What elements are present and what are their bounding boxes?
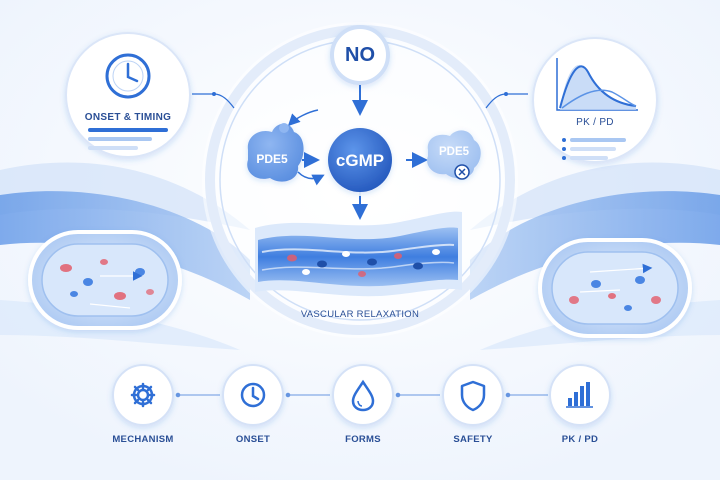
shield-icon — [460, 380, 486, 412]
pde5-left-enzyme[interactable] — [247, 123, 304, 182]
right-vessel-capsule — [538, 238, 692, 338]
bar-chart-icon — [566, 382, 593, 408]
nav-safety[interactable] — [442, 364, 504, 426]
pde5-left-label: PDE5 — [256, 152, 288, 166]
pde5-right-enzyme[interactable] — [427, 130, 481, 180]
nav-pkpd-label[interactable]: PK / PD — [561, 434, 599, 445]
vascular-relaxation-caption: VASCULAR RELAXATION — [300, 309, 420, 320]
nav-safety-label[interactable]: SAFETY — [453, 434, 493, 445]
nav-mechanism-label[interactable]: MECHANISM — [112, 434, 174, 445]
vascular-vessel-illustration — [255, 211, 462, 297]
left-vessel-capsule — [28, 230, 182, 330]
no-node[interactable] — [330, 25, 390, 85]
nav-pkpd[interactable] — [549, 364, 611, 426]
cgmp-node-label: cGMP — [335, 151, 385, 170]
droplet-icon — [351, 379, 375, 412]
nav-mechanism[interactable] — [112, 364, 174, 426]
bottom-nav-connectors — [175, 392, 548, 398]
cgmp-node[interactable] — [324, 124, 396, 196]
left-capsule-cells — [60, 259, 154, 309]
gear-icon — [130, 382, 156, 408]
clock-icon — [240, 382, 266, 408]
onset-panel-title: ONSET & TIMING — [84, 112, 172, 123]
curve-chart-icon — [556, 58, 638, 111]
right-capsule-cells — [569, 263, 661, 311]
no-node-label: NO — [345, 44, 375, 66]
pde5-right-label: PDE5 — [438, 146, 470, 158]
inhibited-x-icon — [454, 164, 470, 180]
onset-panel[interactable] — [65, 32, 191, 158]
nav-forms-label[interactable]: FORMS — [345, 434, 381, 445]
nav-forms[interactable] — [332, 364, 394, 426]
nav-onset[interactable] — [222, 364, 284, 426]
pkpd-panel[interactable] — [532, 37, 658, 163]
pkpd-panel-title: PK / PD — [576, 117, 614, 128]
nav-onset-label[interactable]: ONSET — [235, 434, 271, 445]
clock-icon — [105, 53, 151, 99]
